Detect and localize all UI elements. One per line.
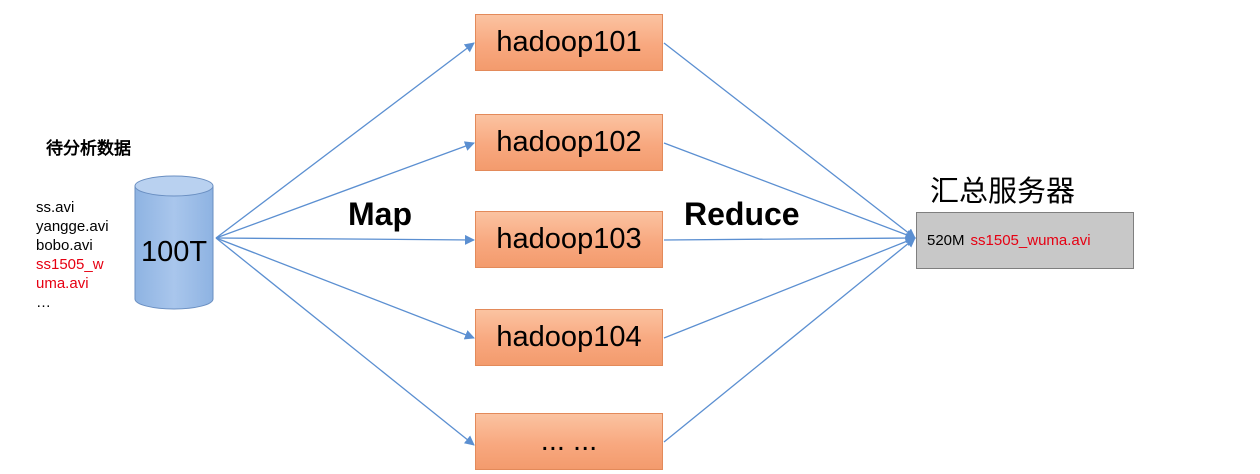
server-title: 汇总服务器 (930, 174, 1076, 208)
file-item: uma.avi (36, 275, 89, 292)
file-item: yangge.avi (36, 218, 109, 235)
server-box: 520M ss1505_wuma.avi (916, 212, 1134, 269)
reduce-arrow-5 (663, 237, 916, 443)
reduce-arrow-4 (663, 236, 916, 339)
source-title: 待分析数据 (46, 139, 131, 159)
node-hadoop103: hadoop103 (475, 211, 663, 268)
map-arrow-1 (215, 42, 475, 239)
map-arrow-2 (215, 141, 475, 239)
map-arrow-4 (215, 237, 475, 340)
reduce-arrow-1 (663, 42, 916, 239)
node-hadoop101: hadoop101 (475, 14, 663, 71)
reduce-label: Reduce (684, 196, 800, 232)
file-item: … (36, 294, 51, 311)
node-hadoop102: hadoop102 (475, 114, 663, 171)
file-item: ss.avi (36, 199, 75, 216)
server-file: ss1505_wuma.avi (970, 232, 1091, 249)
file-item: ss1505_w (36, 256, 104, 273)
server-size: 520M (927, 232, 965, 249)
map-arrow-5 (215, 237, 475, 446)
reduce-arrow-3 (663, 233, 916, 244)
node-more: ... ... (475, 413, 663, 470)
storage-label: 100T (140, 236, 208, 268)
map-arrow-3 (215, 234, 475, 245)
reduce-arrow-2 (663, 142, 916, 240)
file-list: ss.avi yangge.avi bobo.avi ss1505_w uma.… (36, 198, 109, 312)
map-label: Map (348, 196, 412, 232)
storage-cylinder (134, 175, 214, 310)
file-item: bobo.avi (36, 237, 93, 254)
node-hadoop104: hadoop104 (475, 309, 663, 366)
